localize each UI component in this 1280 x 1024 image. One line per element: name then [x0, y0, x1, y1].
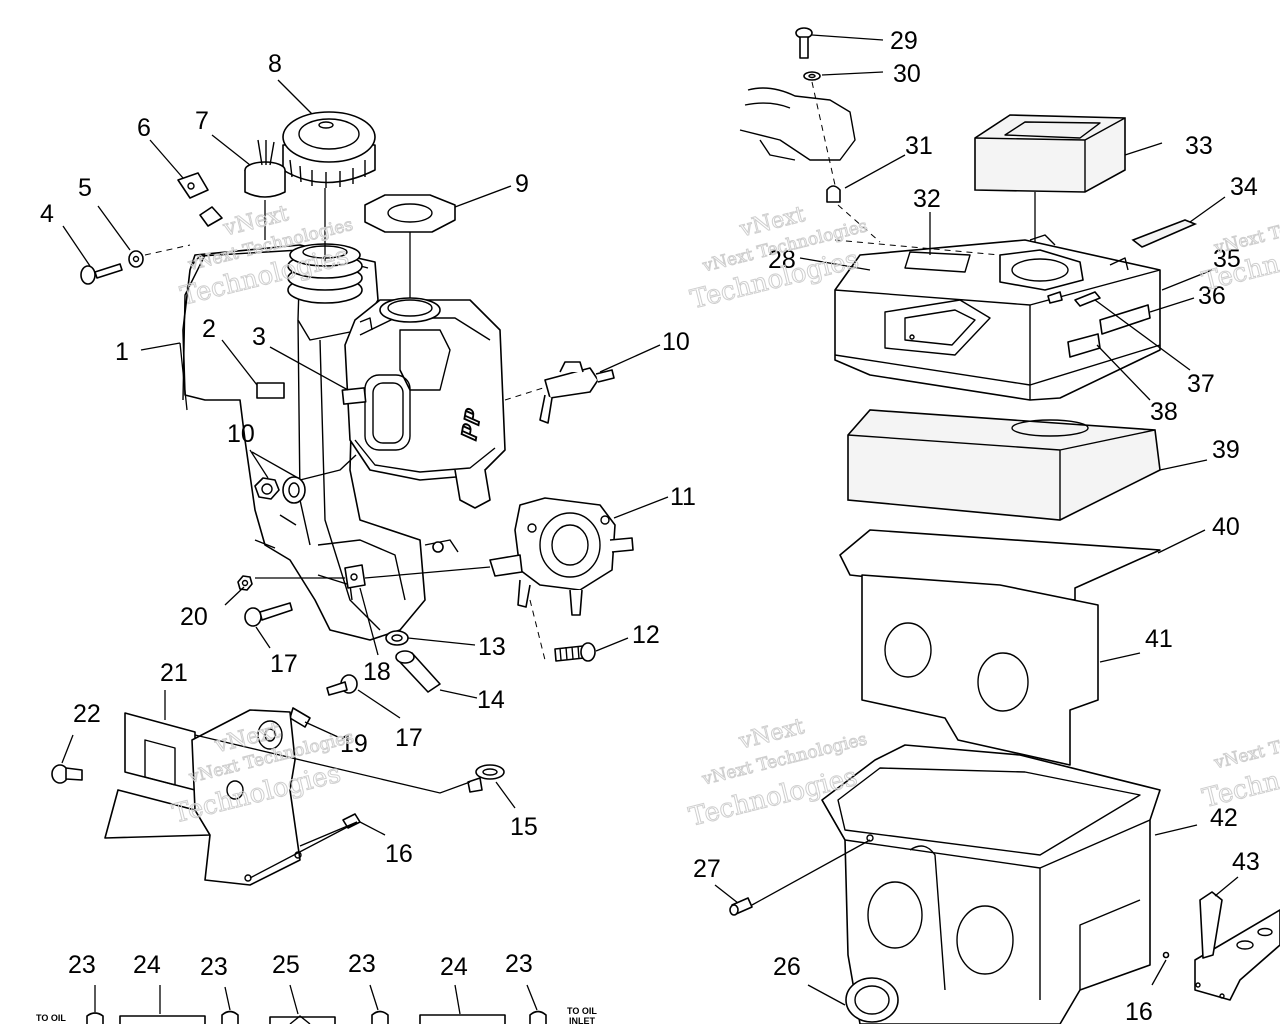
- rivet-16b: [1162, 951, 1170, 959]
- callout-38: 38: [1150, 398, 1178, 426]
- oil-level-sensor: [244, 139, 286, 198]
- airbox-base: [821, 744, 1161, 1024]
- nut-20: [237, 575, 253, 591]
- callout-10-left: 10: [227, 420, 255, 448]
- foam-strip-34: [1131, 219, 1198, 248]
- sensor-clip: [177, 172, 223, 227]
- airbox-top-foam: [974, 114, 1126, 193]
- rivet-16a: [342, 813, 361, 829]
- callout-13: 13: [478, 633, 506, 661]
- tank-washer: [128, 250, 144, 268]
- callout-41: 41: [1145, 625, 1173, 653]
- hose-fitting-13: [385, 630, 409, 646]
- callout-5: 5: [78, 174, 92, 202]
- washer-30: [803, 71, 821, 81]
- callout-4: 4: [40, 200, 54, 228]
- callout-16-right: 16: [1125, 998, 1153, 1024]
- cap-gasket: [364, 194, 456, 233]
- airbox-lid: [834, 234, 1161, 401]
- hose-clamp-15: [467, 764, 505, 793]
- callout-23-c: 23: [348, 950, 376, 978]
- callout-16-left: 16: [385, 840, 413, 868]
- hose-label-right-1: TO OIL: [567, 1006, 597, 1016]
- callout-20: 20: [180, 603, 208, 631]
- oil-reservoir: ℙℙ: [344, 297, 506, 509]
- callout-36: 36: [1198, 282, 1226, 310]
- callout-40: 40: [1212, 513, 1240, 541]
- leader-lines: [61, 34, 1239, 1015]
- drain-nipple-27: [729, 897, 753, 916]
- callout-11: 11: [670, 483, 696, 511]
- callout-19: 19: [340, 730, 368, 758]
- svg-text:Techn: Techn: [1200, 766, 1280, 814]
- ghost-bracket: [739, 87, 856, 161]
- callout-32: 32: [913, 185, 941, 213]
- hose-label-right-2: INLET: [569, 1016, 596, 1024]
- callout-14: 14: [477, 686, 505, 714]
- watermark-6: vNext Te Techn: [1199, 735, 1280, 815]
- foam-filter: [847, 409, 1161, 521]
- hose-fitting-14: [395, 650, 441, 693]
- callout-23-a: 23: [68, 951, 96, 979]
- callout-2: 2: [202, 315, 216, 343]
- callout-3: 3: [252, 323, 266, 351]
- decal-3: [341, 387, 367, 405]
- bolt-22: [51, 764, 83, 784]
- grommet-31: [826, 185, 841, 203]
- callout-17-right: 17: [395, 724, 423, 752]
- pump-screw: [554, 642, 596, 662]
- callout-12: 12: [632, 621, 660, 649]
- callout-17-left: 17: [270, 650, 298, 678]
- screw-17b: [326, 674, 358, 696]
- callout-22: 22: [73, 700, 101, 728]
- callout-9: 9: [515, 170, 529, 198]
- watermark-5: vNext Te Techn: [1199, 220, 1280, 298]
- screw-29: [795, 27, 813, 59]
- callout-labels: 1 2 3 4 5 6 7 8 9 10 10 11 12 13 14 15 1…: [40, 27, 1260, 1024]
- baffle-plate: [861, 574, 1099, 766]
- grommet-set: [251, 451, 306, 504]
- callout-1: 1: [115, 338, 129, 366]
- callout-23-d: 23: [505, 950, 533, 978]
- callout-25: 25: [272, 951, 300, 979]
- callout-15: 15: [510, 813, 538, 841]
- callout-18: 18: [363, 658, 391, 686]
- callout-37: 37: [1187, 370, 1215, 398]
- callout-7: 7: [195, 107, 209, 135]
- shutoff-valve: [539, 361, 615, 424]
- oil-pump: [489, 497, 634, 616]
- hose-label-left: TO OIL: [36, 1013, 66, 1023]
- hose-set: [86, 1010, 547, 1024]
- tank-bracket-mount: [344, 564, 366, 589]
- callout-29: 29: [890, 27, 918, 55]
- callout-42: 42: [1210, 804, 1238, 832]
- callout-33: 33: [1185, 132, 1213, 160]
- callout-34: 34: [1230, 173, 1258, 201]
- callout-6: 6: [137, 114, 151, 142]
- callout-8: 8: [268, 50, 282, 78]
- screw-17a: [244, 602, 293, 627]
- callout-35: 35: [1213, 245, 1241, 273]
- callout-23-b: 23: [200, 953, 228, 981]
- callout-31: 31: [905, 132, 933, 160]
- callout-43: 43: [1232, 848, 1260, 876]
- callout-24-b: 24: [440, 953, 468, 981]
- callout-30: 30: [893, 60, 921, 88]
- oil-tank-cap: [282, 111, 376, 188]
- callout-39: 39: [1212, 436, 1240, 464]
- callout-28: 28: [768, 246, 796, 274]
- callout-21: 21: [160, 659, 188, 687]
- callout-24-a: 24: [133, 951, 161, 979]
- tank-screw: [80, 263, 123, 285]
- callout-10-right: 10: [662, 328, 690, 356]
- callout-27: 27: [693, 855, 721, 883]
- decal-2: [256, 382, 285, 399]
- callout-26: 26: [773, 953, 801, 981]
- intake-boot-26: [845, 977, 899, 1023]
- bracket-43: [1194, 891, 1280, 1001]
- spacer-19: [289, 707, 311, 728]
